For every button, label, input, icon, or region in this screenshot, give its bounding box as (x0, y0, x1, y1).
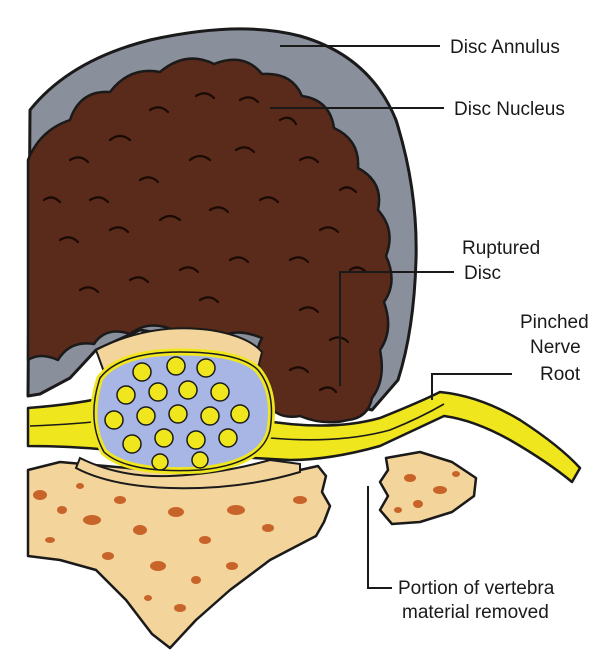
vertebra-left-piece (26, 460, 332, 650)
vertebra-right-fragment (378, 450, 478, 526)
label-disc-nucleus: Disc Nucleus (454, 99, 565, 120)
label-pinched-line2: Nerve (530, 337, 581, 358)
leader-portion-removed (367, 486, 392, 589)
nucleus-texture (42, 92, 368, 394)
bone-spots (33, 471, 460, 612)
bone-rim-lower (74, 456, 301, 490)
label-portion-line2: material removed (402, 602, 549, 623)
leader-lines (270, 45, 512, 589)
label-ruptured-disc-line1: Ruptured (462, 238, 540, 259)
label-disc-annulus: Disc Annulus (450, 37, 560, 58)
label-portion-line1: Portion of vertebra (398, 578, 555, 599)
leader-pinched-nerve (431, 373, 512, 400)
label-ruptured-disc-line2: Disc (464, 263, 501, 284)
spinal-canal-outline (93, 351, 273, 472)
nerve-inner-line (29, 403, 445, 441)
leader-ruptured-disc (339, 271, 454, 386)
label-pinched-line1: Pinched (520, 312, 589, 333)
label-pinched-line3: Root (540, 364, 581, 385)
nerve-bundles (104, 356, 250, 471)
vertebra-body (26, 450, 478, 650)
